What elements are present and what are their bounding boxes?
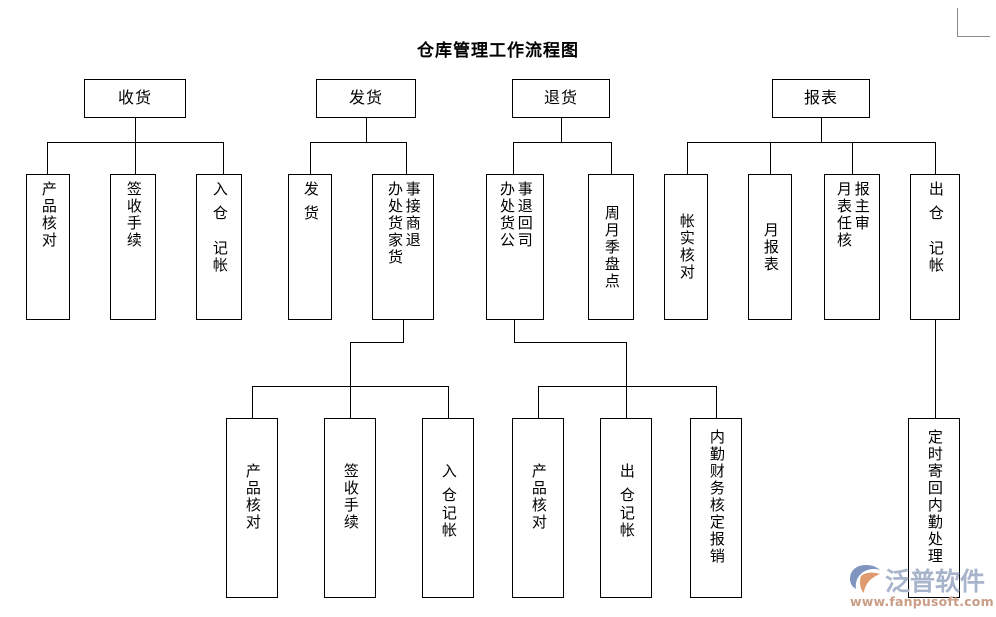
node-text: 出仓 — [617, 463, 636, 511]
node-text: 定时寄回内勤处理 — [925, 429, 944, 565]
fanpu-logo-icon — [850, 565, 880, 593]
node-yue-baobiao[interactable]: 月报表 — [748, 174, 792, 320]
connector-fh-sub-jog — [350, 342, 404, 343]
node-text: 帐实核对 — [677, 213, 696, 281]
connector-baobiao-drop-2 — [770, 142, 771, 174]
node-rucang-jizhang-1-line2: 记帐 — [196, 240, 242, 310]
node-shouhuo[interactable]: 收货 — [84, 79, 186, 118]
connector-fahuo-bus — [310, 142, 406, 143]
connector-fh-sub-drop-2 — [350, 386, 351, 418]
node-text-col-left: 月表任核 — [835, 181, 853, 249]
connector-fahuo-drop-1 — [310, 142, 311, 174]
node-text-col-left: 办处货家货 — [386, 181, 404, 266]
connector-shouhuo-drop-3 — [223, 142, 224, 174]
connector-th-sub-drop-1 — [538, 386, 539, 418]
connector-th-sub-stem — [514, 320, 515, 342]
node-chucang-jizhang-1[interactable]: 出仓 — [910, 174, 960, 320]
node-neiqin-caiwu-hedingbaoxiao[interactable]: 内勤财务核定报销 — [690, 418, 742, 598]
node-text: 产品核对 — [39, 181, 58, 249]
node-zhangshi-hedui[interactable]: 帐实核对 — [664, 174, 708, 320]
node-chanpin-hedui-3[interactable]: 产品核对 — [512, 418, 564, 598]
node-rucang-jizhang-2-line2: 记帐 — [422, 505, 474, 585]
connector-chucang-to-dingshi — [935, 320, 936, 418]
node-text-col-right: 事接商退 — [403, 181, 422, 249]
node-text: 出仓 — [926, 181, 945, 229]
connector-fh-sub-stem — [403, 320, 404, 342]
connector-tuihuo-bus — [513, 142, 611, 143]
connector-th-sub-bus — [538, 386, 716, 387]
connector-fahuo-drop-2 — [406, 142, 407, 174]
node-fahuo-child[interactable]: 发货 — [288, 174, 332, 320]
connector-fh-sub-drop-3 — [448, 386, 449, 418]
page-corner-mark — [957, 8, 990, 37]
node-text: 记帐 — [926, 240, 945, 274]
node-baobiao[interactable]: 报表 — [772, 79, 870, 118]
node-text: 产品核对 — [243, 463, 262, 531]
node-text: 内勤财务核定报销 — [707, 429, 726, 565]
node-qianshou-shouxu-1[interactable]: 签收手续 — [110, 174, 156, 320]
connector-baobiao-drop-4 — [935, 142, 936, 174]
node-text: 入仓 — [210, 181, 229, 229]
node-text-col-right: 报主审 — [852, 181, 871, 232]
node-rucang-jizhang-2[interactable]: 入仓 — [422, 418, 474, 598]
connector-fh-sub-drop-1 — [252, 386, 253, 418]
connector-fahuo-stem — [366, 118, 367, 142]
connector-shouhuo-stem — [135, 118, 136, 142]
node-text: 产品核对 — [529, 463, 548, 531]
connector-baobiao-stem — [821, 118, 822, 142]
node-fahuo[interactable]: 发货 — [316, 79, 416, 118]
connector-th-sub-drop-3 — [716, 386, 717, 418]
connector-shouhuo-drop-2 — [135, 142, 136, 174]
node-chucang-jizhang-2[interactable]: 出仓 — [600, 418, 652, 598]
connector-th-sub-drop-2 — [626, 386, 627, 418]
node-chucang-jizhang-2-line2: 记帐 — [600, 505, 652, 585]
connector-baobiao-bus — [687, 142, 935, 143]
node-jie-shangjia-tuihuo[interactable]: 事接商退 办处货家货 — [372, 174, 434, 320]
node-chanpin-hedui-2[interactable]: 产品核对 — [226, 418, 278, 598]
connector-tuihuo-drop-1 — [513, 142, 514, 174]
node-tuihuo[interactable]: 退货 — [512, 79, 610, 118]
node-text: 发货 — [301, 181, 320, 229]
connector-th-sub-riser — [626, 342, 627, 386]
node-text-col-right: 事退回司 — [515, 181, 534, 249]
connector-baobiao-drop-1 — [687, 142, 688, 174]
node-chanpin-hedui-1[interactable]: 产品核对 — [26, 174, 70, 320]
node-rucang-jizhang-1[interactable]: 入仓 — [196, 174, 242, 320]
connector-baobiao-drop-3 — [852, 142, 853, 174]
node-dingshi-jihui-neiqin-chuli[interactable]: 定时寄回内勤处理 — [908, 418, 960, 598]
node-text: 签收手续 — [341, 463, 360, 531]
node-text: 月报表 — [761, 221, 780, 273]
node-text: 记帐 — [617, 505, 636, 539]
node-baobiao-zhuren-shenhe[interactable]: 报主审 月表任核 — [824, 174, 880, 320]
node-qianshou-shouxu-2[interactable]: 签收手续 — [324, 418, 376, 598]
connector-tuihuo-stem — [561, 118, 562, 142]
node-text-col-left: 办处货公 — [498, 181, 516, 249]
connector-th-sub-jog — [514, 342, 626, 343]
node-text: 记帐 — [210, 240, 229, 274]
connector-shouhuo-drop-1 — [47, 142, 48, 174]
connector-fh-sub-riser — [350, 342, 351, 386]
page-title: 仓库管理工作流程图 — [417, 41, 579, 61]
node-text: 签收手续 — [124, 181, 143, 249]
node-text: 周月季盘点 — [602, 204, 621, 290]
connector-tuihuo-drop-2 — [611, 142, 612, 174]
node-chucang-jizhang-1-line2: 记帐 — [910, 240, 960, 310]
node-zhouyueji-pandian[interactable]: 周月季盘点 — [588, 174, 634, 320]
node-tuihui-gongsi[interactable]: 事退回司 办处货公 — [486, 174, 544, 320]
node-text: 入仓 — [439, 463, 458, 511]
node-text: 记帐 — [439, 505, 458, 539]
